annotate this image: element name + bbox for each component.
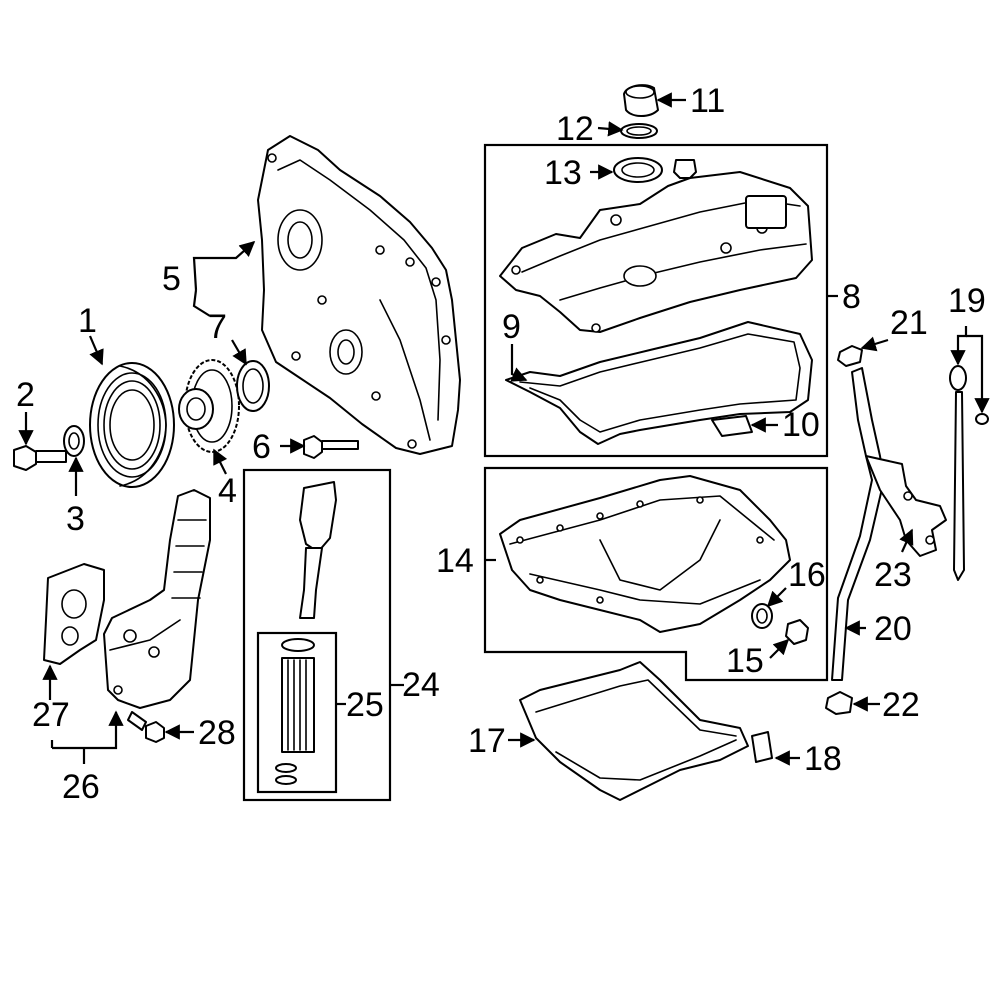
- housing-bolt: [127, 711, 165, 743]
- housing-gasket: [43, 563, 105, 665]
- callout-16: 16: [788, 556, 826, 594]
- oil-filter-group-box: [242, 468, 392, 802]
- callout-26: 26: [62, 768, 100, 806]
- tube-o-ring: [825, 691, 853, 715]
- callout-4: 4: [218, 472, 237, 510]
- dipstick-o-ring: [975, 413, 989, 425]
- camshaft-sprocket: [178, 359, 240, 453]
- pulley-bolt: [13, 445, 67, 471]
- leader-lines: [18, 92, 990, 766]
- callout-10: 10: [782, 406, 820, 444]
- callout-14: 14: [436, 542, 474, 580]
- callout-27: 27: [32, 696, 70, 734]
- front-seal: [236, 360, 270, 412]
- callout-8: 8: [842, 278, 861, 316]
- drain-plug: [785, 619, 809, 645]
- callout-labels: 1 2 3 4 5 6 7 8 9 10 11 12 13 14 15 16 1…: [16, 82, 986, 806]
- callout-21: 21: [890, 304, 928, 342]
- valve-cover: [499, 171, 813, 333]
- callout-28: 28: [198, 714, 236, 752]
- tube-bracket: [865, 455, 947, 557]
- callout-7: 7: [208, 308, 227, 346]
- valve-cover-gasket: [505, 321, 813, 445]
- callout-12: 12: [556, 110, 594, 148]
- callout-1: 1: [78, 302, 97, 340]
- oil-filler-cap: [623, 84, 659, 117]
- callout-2: 2: [16, 376, 35, 414]
- callout-13: 13: [544, 154, 582, 192]
- dipstick-tube: [831, 367, 885, 681]
- oil-pan-upper-group-box: [483, 466, 829, 682]
- callout-3: 3: [66, 500, 85, 538]
- callout-23: 23: [874, 556, 912, 594]
- filter-element: [275, 638, 315, 785]
- filter-cap-assembly: [299, 481, 337, 619]
- callout-5: 5: [162, 260, 181, 298]
- callout-19: 19: [948, 282, 986, 320]
- callout-15: 15: [726, 642, 764, 680]
- timing-cover: [257, 135, 461, 455]
- cover-bolt: [303, 435, 359, 459]
- filter-element-group-box: [256, 631, 338, 794]
- upper-oil-pan: [499, 475, 791, 633]
- callout-11: 11: [690, 82, 725, 120]
- callout-20: 20: [874, 610, 912, 648]
- crankshaft-pulley: [89, 362, 175, 488]
- callout-9: 9: [502, 308, 521, 346]
- filler-neck-seal: [613, 157, 663, 183]
- washer: [63, 425, 85, 457]
- callout-25: 25: [346, 686, 384, 724]
- valve-cover-group-box: [483, 143, 829, 458]
- lower-oil-pan: [519, 661, 749, 801]
- gasket-seal-piece: [711, 415, 753, 437]
- callout-17: 17: [468, 722, 506, 760]
- callout-18: 18: [804, 740, 842, 778]
- tube-seal: [837, 345, 863, 367]
- callout-24: 24: [402, 666, 440, 704]
- bracket-clip: [751, 731, 773, 763]
- cap-seal-ring: [620, 123, 658, 139]
- callout-6: 6: [252, 428, 271, 466]
- drain-plug-washer: [751, 603, 773, 629]
- grommet: [673, 159, 697, 179]
- oil-filter-housing: [103, 489, 211, 709]
- dipstick: [949, 365, 967, 581]
- callout-22: 22: [882, 686, 920, 724]
